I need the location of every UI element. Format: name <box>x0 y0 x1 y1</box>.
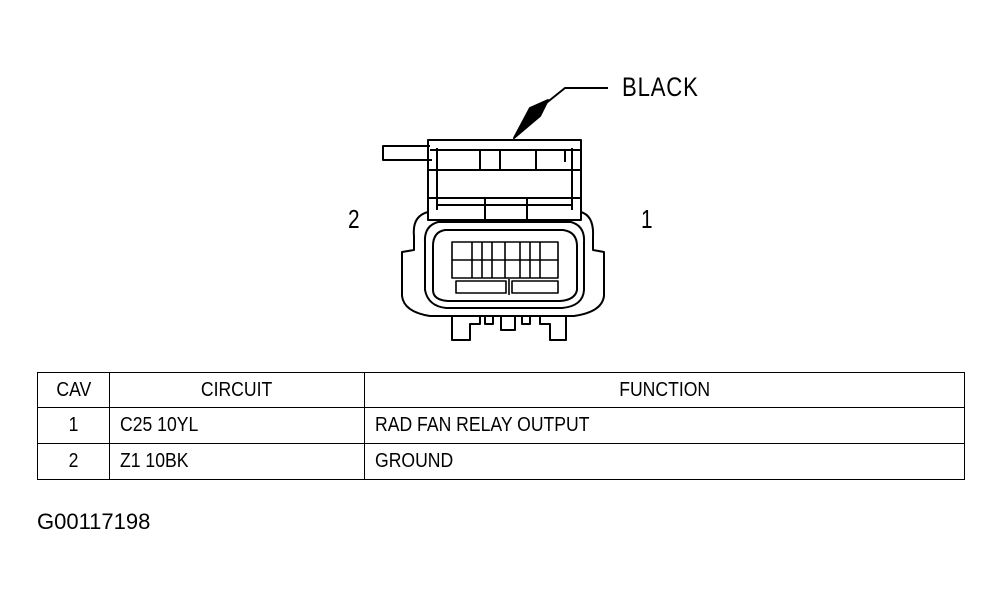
cell-cav: 2 <box>37 443 110 480</box>
cell-cav: 1 <box>37 407 110 444</box>
connector-housing-top <box>427 139 582 221</box>
header-circuit: CIRCUIT <box>109 372 365 408</box>
table-header-row: CAV CIRCUIT FUNCTION <box>37 372 965 408</box>
callout-leader <box>513 87 608 139</box>
header-function: FUNCTION <box>364 372 965 408</box>
connector-latch <box>382 145 580 161</box>
terminal-cavities <box>451 241 559 295</box>
figure-id: G00117198 <box>37 509 151 534</box>
cell-function: RAD FAN RELAY OUTPUT <box>364 407 965 444</box>
cell-circuit: C25 10YL <box>109 407 365 444</box>
header-cav: CAV <box>37 372 110 408</box>
connector-diagram <box>382 87 608 341</box>
cell-function: GROUND <box>364 443 965 480</box>
connector-color-label: BLACK <box>622 72 699 102</box>
pin-label-2: 2 <box>348 204 360 234</box>
table-row: 1 C25 10YL RAD FAN RELAY OUTPUT <box>37 407 965 444</box>
connector-shroud <box>401 211 605 317</box>
connector-posts <box>451 315 567 341</box>
table-row: 2 Z1 10BK GROUND <box>37 443 965 480</box>
cell-circuit: Z1 10BK <box>109 443 365 480</box>
pin-label-1: 1 <box>641 204 653 234</box>
pinout-table: CAV CIRCUIT FUNCTION 1 C25 10YL RAD FAN … <box>37 372 965 480</box>
